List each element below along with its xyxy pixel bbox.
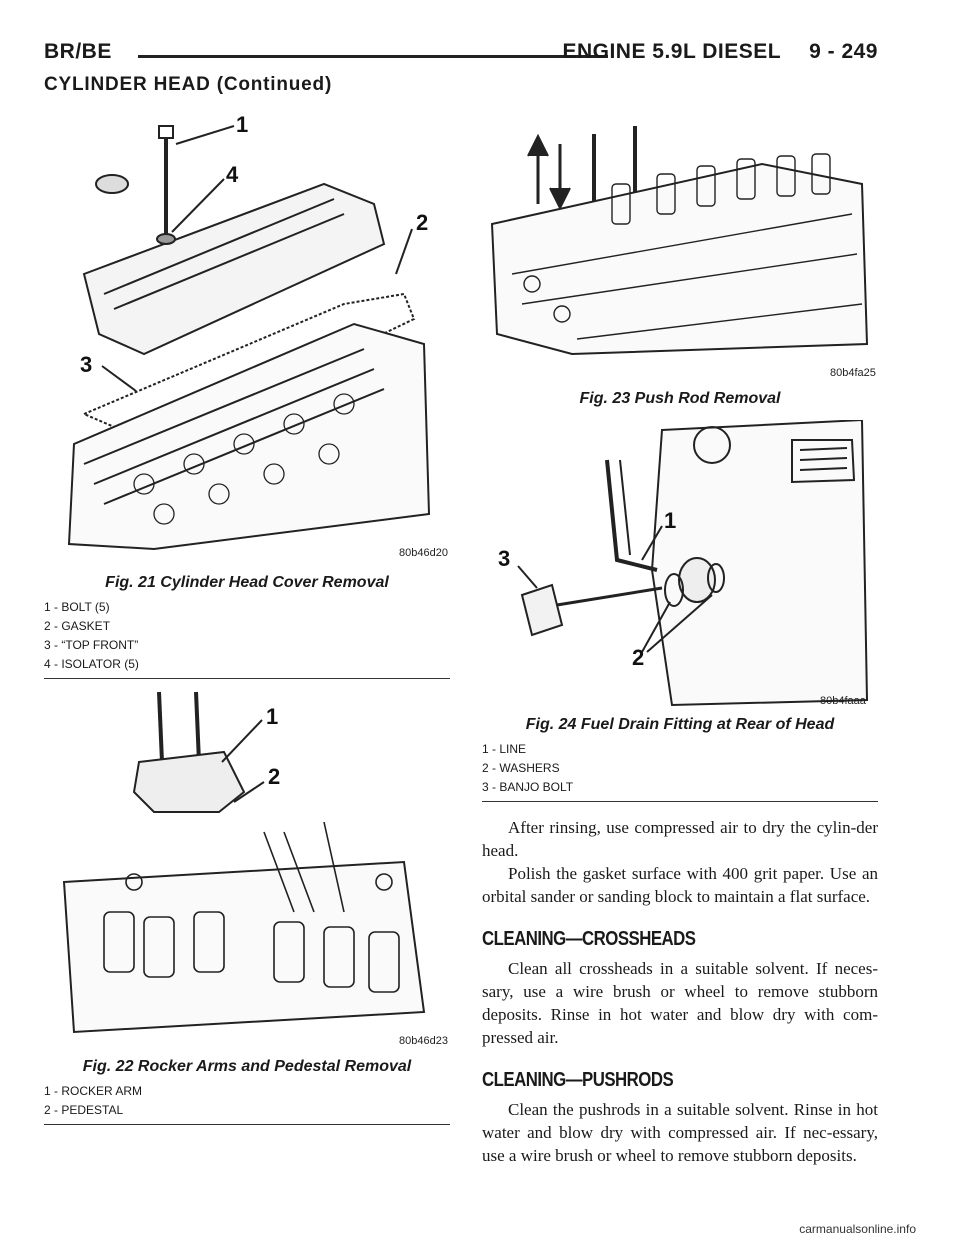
fig21-rule — [44, 678, 450, 679]
fig24-title: Fig. 24 Fuel Drain Fitting at Rear of He… — [525, 716, 835, 733]
fig21-title: Fig. 21 Cylinder Head Cover Removal — [105, 574, 389, 591]
fig22-illustration: 1 2 80b46d23 — [62, 691, 448, 1047]
header-right: ENGINE 5.9L DIESEL 9 - 249 — [562, 40, 878, 64]
body-column: After rinsing, use compressed air to dry… — [482, 816, 878, 1167]
header-rule — [138, 55, 608, 58]
fig24-callout-1: 1 — [664, 508, 676, 533]
header-title: ENGINE 5.9L DIESEL — [562, 40, 782, 63]
fig24-legend-item: 3 - BANJO BOLT — [482, 780, 574, 794]
fig21-legend-item: 3 - “TOP FRONT” — [44, 638, 139, 652]
fig24-rule — [482, 801, 878, 802]
body-paragraph: Clean the pushrods in a suitable solvent… — [482, 1100, 878, 1165]
fig22-legend-item: 1 - ROCKER ARM — [44, 1084, 143, 1098]
fig22-callout-2: 2 — [268, 764, 280, 789]
watermark: carmanualsonline.info — [799, 1222, 916, 1236]
fig22-legend: 1 - ROCKER ARM 2 - PEDESTAL — [44, 1082, 450, 1120]
fig24-callout-3: 3 — [498, 546, 510, 571]
fig21-legend-item: 1 - BOLT (5) — [44, 600, 110, 614]
heading-cleaning-pushrods: CLEANING—PUSHRODS — [482, 1069, 674, 1091]
fig22-code: 80b46d23 — [399, 1035, 448, 1047]
figure-22: 1 2 80b46d23 Fig. 22 Rocker Arms and Ped… — [44, 682, 450, 1125]
fig21-callout-3: 3 — [80, 352, 92, 377]
fig22-title: Fig. 22 Rocker Arms and Pedestal Removal — [82, 1058, 412, 1075]
fig22-rule — [44, 1124, 450, 1125]
fig21-legend-item: 2 - GASKET — [44, 619, 111, 633]
fig24-legend-item: 2 - WASHERS — [482, 761, 560, 775]
fig21-legend: 1 - BOLT (5) 2 - GASKET 3 - “TOP FRONT” … — [44, 598, 450, 674]
body-paragraph: Clean all crossheads in a suitable solve… — [482, 959, 878, 1047]
heading-cleaning-crossheads: CLEANING—CROSSHEADS — [482, 928, 696, 950]
fig24-code: 80b4faaa — [820, 695, 867, 707]
body-paragraph: After rinsing, use compressed air to dry… — [482, 818, 878, 860]
fig23-title: Fig. 23 Push Rod Removal — [579, 390, 781, 407]
fig22-callout-1: 1 — [266, 704, 278, 729]
fig21-callout-4: 4 — [226, 162, 239, 187]
figure-23: 80b4fa25 Fig. 23 Push Rod Removal — [482, 104, 878, 408]
fig21-legend-item: 4 - ISOLATOR (5) — [44, 657, 139, 671]
section-heading: CYLINDER HEAD (Continued) — [44, 74, 333, 95]
fig24-callout-2: 2 — [632, 645, 644, 670]
fig24-legend-item: 1 - LINE — [482, 742, 527, 756]
fig21-callout-1: 1 — [236, 112, 248, 137]
fig21-callout-2: 2 — [416, 210, 428, 235]
figure-24: 1 2 3 80b4faaa Fig. 24 Fuel Drain Fittin… — [482, 420, 878, 802]
fig24-legend: 1 - LINE 2 - WASHERS 3 - BANJO BOLT — [482, 740, 878, 797]
body-paragraph: Polish the gasket surface with 400 grit … — [482, 864, 878, 906]
fig21-illustration: 1 2 3 4 80b46d20 — [67, 112, 448, 559]
page-number: 9 - 249 — [809, 40, 878, 63]
fig23-illustration: 80b4fa25 — [490, 126, 876, 379]
fig24-illustration: 1 2 3 80b4faaa — [498, 420, 869, 707]
fig21-code: 80b46d20 — [399, 547, 448, 559]
fig23-code: 80b4fa25 — [830, 367, 876, 379]
header-vehicle-code: BR/BE — [44, 40, 112, 63]
figure-21: 1 2 3 4 80b46d20 Fig. 21 Cylinder Head C… — [44, 104, 450, 679]
fig22-legend-item: 2 - PEDESTAL — [44, 1103, 124, 1117]
